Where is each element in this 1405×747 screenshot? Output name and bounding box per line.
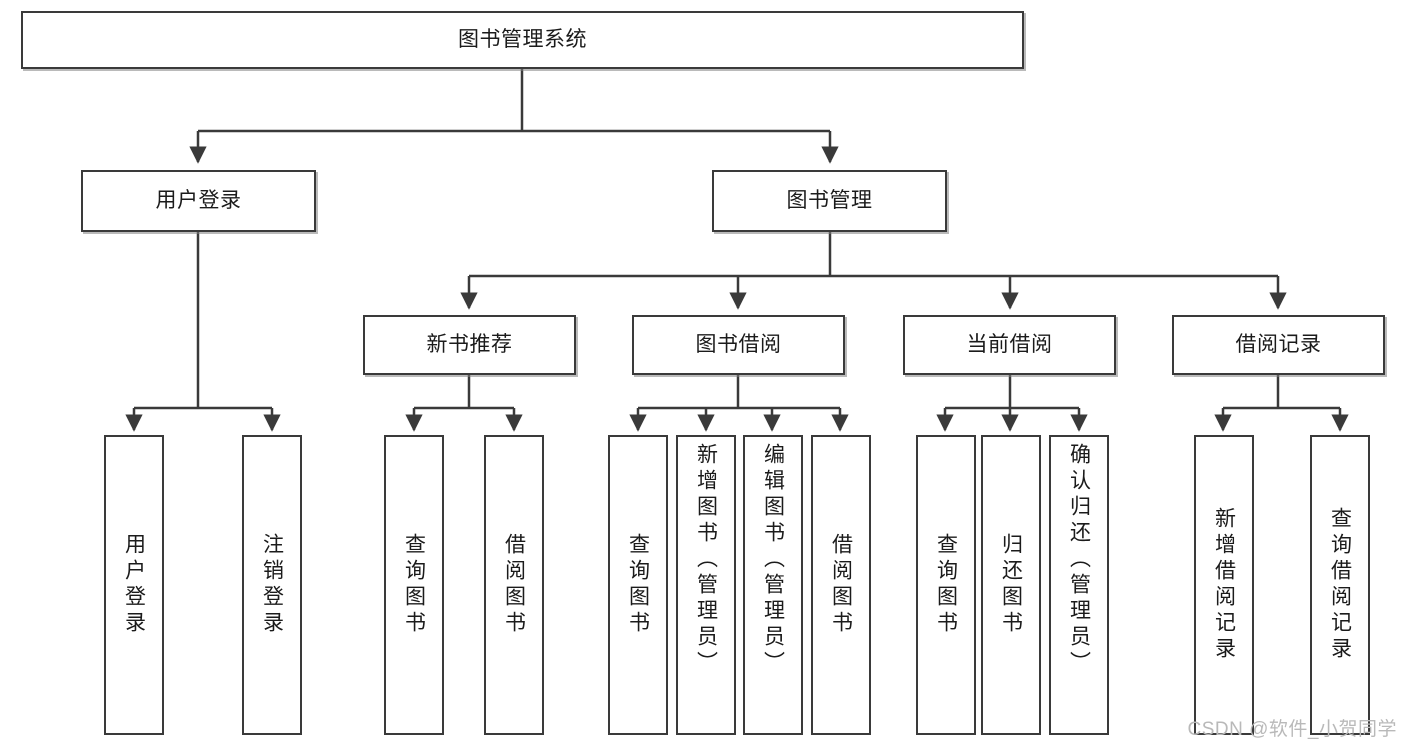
- leaf-user-logout[interactable]: 注销登录: [242, 435, 302, 735]
- leaf-query-book-2[interactable]: 查询图书: [608, 435, 668, 735]
- leaf-query-book-2-label: 查询图书: [626, 533, 650, 637]
- leaf-add-book[interactable]: 新增图书（管理员）: [676, 435, 736, 735]
- node-book-manage[interactable]: 图书管理: [712, 170, 947, 232]
- node-borrow-record[interactable]: 借阅记录: [1172, 315, 1385, 375]
- leaf-query-record-label: 查询借阅记录: [1328, 507, 1352, 663]
- node-book-manage-label: 图书管理: [786, 189, 873, 213]
- node-borrow-record-label: 借阅记录: [1235, 333, 1322, 357]
- leaf-user-logout-label: 注销登录: [260, 533, 284, 637]
- leaf-query-book-3[interactable]: 查询图书: [916, 435, 976, 735]
- node-user-login[interactable]: 用户登录: [81, 170, 316, 232]
- leaf-add-record[interactable]: 新增借阅记录: [1194, 435, 1254, 735]
- leaf-confirm-return-label: 确认归还（管理员）: [1067, 443, 1091, 677]
- node-root-label: 图书管理系统: [458, 28, 587, 52]
- node-user-login-label: 用户登录: [155, 189, 242, 213]
- leaf-query-book-1[interactable]: 查询图书: [384, 435, 444, 735]
- leaf-borrow-book-1[interactable]: 借阅图书: [484, 435, 544, 735]
- leaf-borrow-book-2[interactable]: 借阅图书: [811, 435, 871, 735]
- node-current-borrow-label: 当前借阅: [966, 333, 1053, 357]
- leaf-query-book-1-label: 查询图书: [402, 533, 426, 637]
- leaf-borrow-book-2-label: 借阅图书: [829, 533, 853, 637]
- leaf-add-record-label: 新增借阅记录: [1212, 507, 1236, 663]
- node-new-book-rec-label: 新书推荐: [426, 333, 513, 357]
- leaf-query-book-3-label: 查询图书: [934, 533, 958, 637]
- node-root[interactable]: 图书管理系统: [21, 11, 1024, 69]
- node-new-book-rec[interactable]: 新书推荐: [363, 315, 576, 375]
- leaf-query-record[interactable]: 查询借阅记录: [1310, 435, 1370, 735]
- node-book-borrow[interactable]: 图书借阅: [632, 315, 845, 375]
- leaf-borrow-book-1-label: 借阅图书: [502, 533, 526, 637]
- node-current-borrow[interactable]: 当前借阅: [903, 315, 1116, 375]
- node-book-borrow-label: 图书借阅: [695, 333, 782, 357]
- leaf-return-book-label: 归还图书: [999, 533, 1023, 637]
- leaf-edit-book[interactable]: 编辑图书（管理员）: [743, 435, 803, 735]
- leaf-confirm-return[interactable]: 确认归还（管理员）: [1049, 435, 1109, 735]
- leaf-user-login[interactable]: 用户登录: [104, 435, 164, 735]
- leaf-edit-book-label: 编辑图书（管理员）: [761, 443, 785, 677]
- leaf-user-login-label: 用户登录: [122, 533, 146, 637]
- leaf-return-book[interactable]: 归还图书: [981, 435, 1041, 735]
- leaf-add-book-label: 新增图书（管理员）: [694, 443, 718, 677]
